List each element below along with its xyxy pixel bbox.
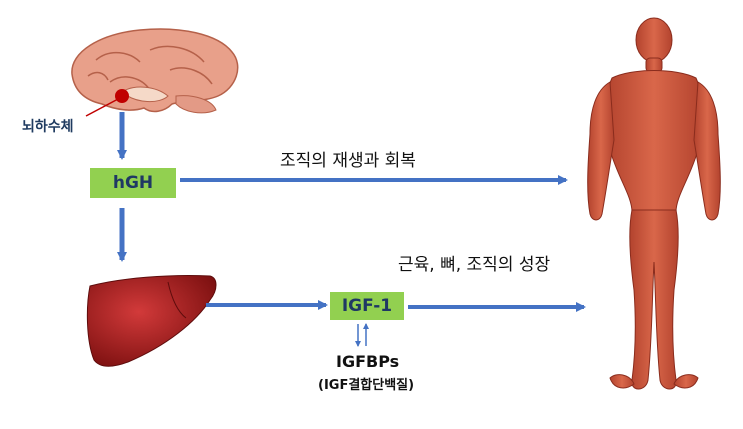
liver-icon [86,274,217,367]
igf1-box: IGF-1 [330,292,404,320]
pituitary-label: 뇌하수체 [22,119,74,135]
regeneration-label: 조직의 재생과 회복 [280,151,416,171]
growth-label: 근육, 뼈, 조직의 성장 [398,255,551,275]
igfbps-label: IGFBPs [336,352,400,371]
igfbps-full-label: (IGF결합단백질) [318,378,415,393]
brain-icon [71,28,239,117]
human-muscle-figure-icon [587,17,721,390]
hgh-box: hGH [90,168,176,198]
